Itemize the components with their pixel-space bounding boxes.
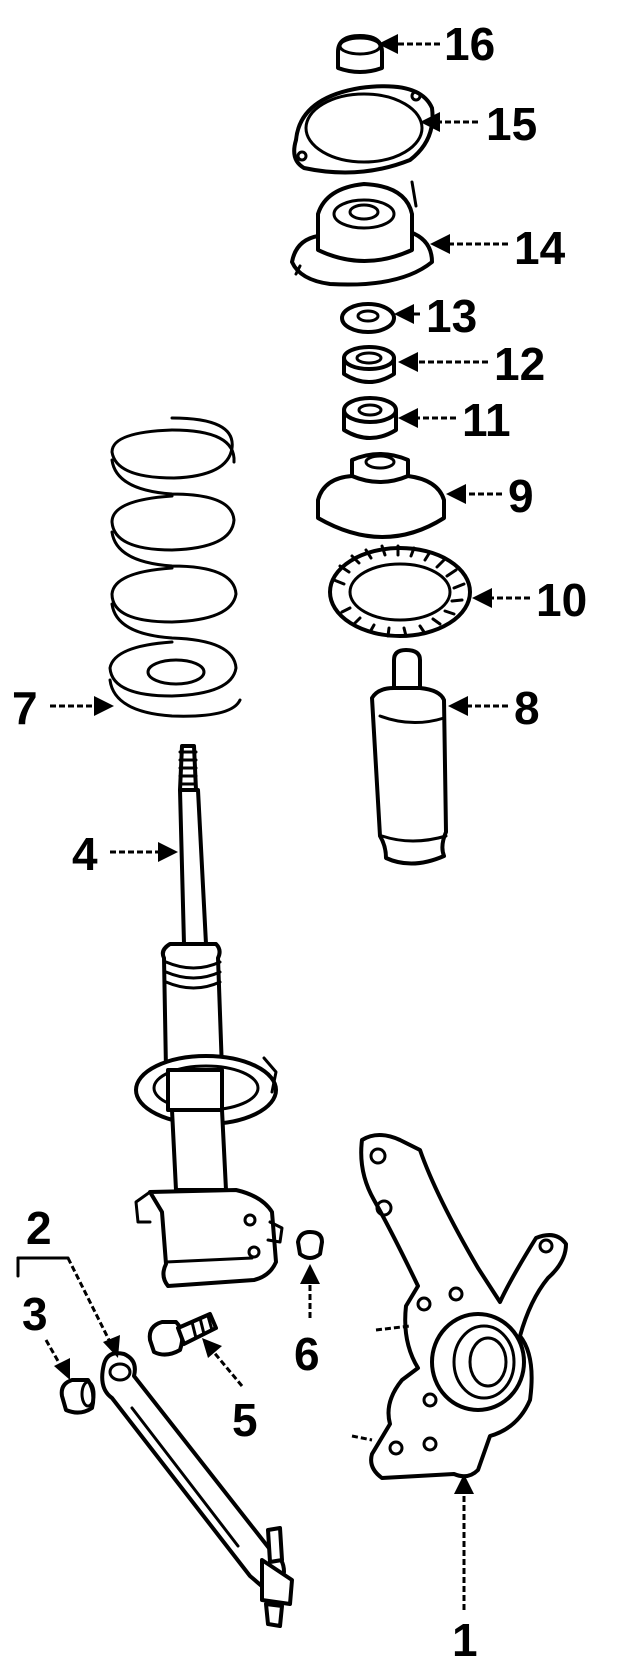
callout-5: 5 [202, 1338, 258, 1446]
callout-2: 2 [16, 1202, 120, 1358]
callout-label-8: 8 [514, 682, 540, 734]
callout-label-13: 13 [426, 290, 477, 342]
callout-15: 15 [420, 98, 537, 150]
part-1-steering-knuckle [351, 1133, 568, 1480]
callout-4: 4 [72, 828, 178, 880]
callout-9: 9 [446, 470, 534, 522]
callout-label-6: 6 [294, 1328, 320, 1380]
callout-label-15: 15 [486, 98, 537, 150]
callout-label-3: 3 [22, 1288, 48, 1340]
callout-label-2: 2 [26, 1202, 52, 1254]
part-9-spring-seat [316, 452, 446, 539]
callout-12: 12 [398, 338, 545, 390]
part-11-insulator [342, 396, 398, 440]
callout-label-11: 11 [462, 394, 511, 446]
callout-14: 14 [430, 222, 566, 274]
callout-label-16: 16 [444, 18, 495, 70]
part-12-bushing [342, 345, 396, 384]
part-5-bolt [147, 1312, 218, 1357]
callout-label-10: 10 [536, 574, 587, 626]
callout-1: 1 [452, 1474, 478, 1663]
callout-label-4: 4 [72, 828, 98, 880]
callout-11: 11 [398, 394, 511, 446]
part-16-cap [336, 34, 384, 74]
part-14-strut-mount [290, 180, 434, 287]
callout-6: 6 [294, 1264, 320, 1380]
callout-7: 7 [12, 682, 114, 734]
callout-13: 13 [394, 290, 477, 342]
callout-label-14: 14 [514, 222, 566, 274]
part-7-coil-spring [108, 416, 242, 718]
callout-label-5: 5 [232, 1394, 258, 1446]
part-4-strut [134, 744, 284, 1288]
callout-8: 8 [448, 682, 540, 734]
callout-label-9: 9 [508, 470, 534, 522]
part-13-washer [340, 302, 396, 334]
part-2-stabilizer-link [100, 1351, 294, 1628]
part-8-dust-boot [370, 648, 448, 866]
callout-16: 16 [378, 18, 495, 70]
part-15-mount-plate [292, 84, 435, 175]
part-6-nut [296, 1230, 324, 1260]
part-3-bushing [59, 1378, 96, 1415]
callout-3: 3 [22, 1288, 70, 1380]
part-10-bearing [328, 544, 472, 638]
callout-10: 10 [472, 574, 587, 626]
callout-label-1: 1 [452, 1614, 478, 1663]
callout-label-12: 12 [494, 338, 545, 390]
callout-label-7: 7 [12, 682, 38, 734]
